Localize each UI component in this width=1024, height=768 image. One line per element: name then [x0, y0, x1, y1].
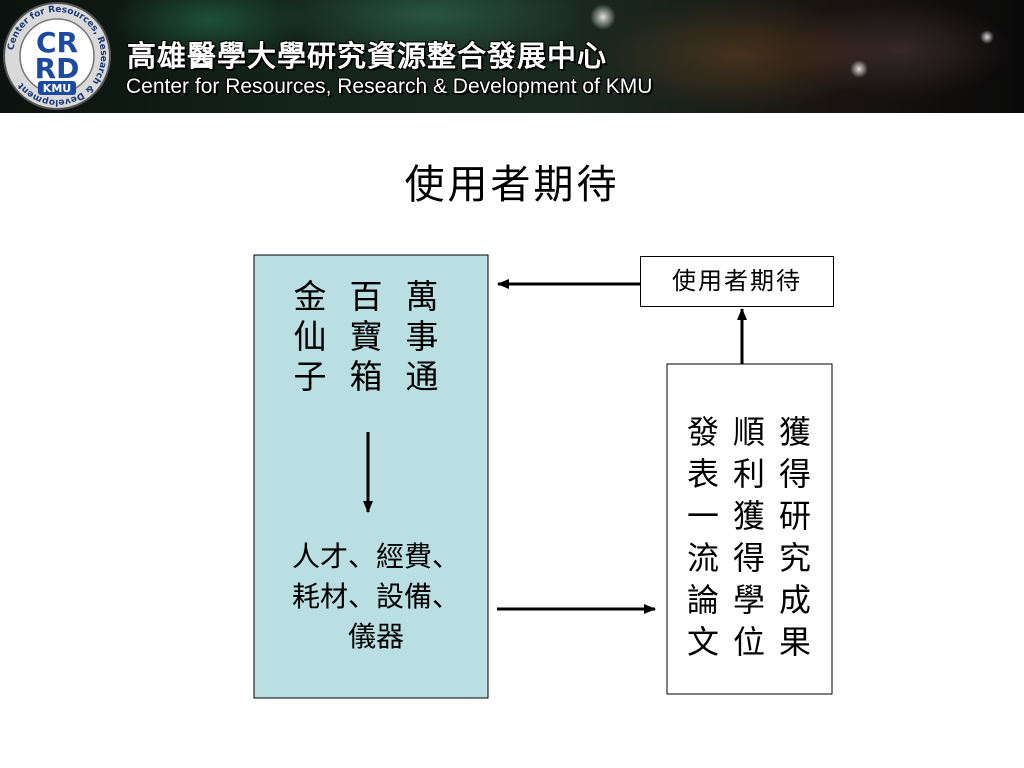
banner-title-chinese: 高雄醫學大學研究資源整合發展中心 — [127, 39, 608, 73]
resources-line: 人才、經費、 — [291, 540, 460, 573]
left-column-char: 箱 — [349, 357, 383, 396]
outcome-char: 得 — [778, 455, 811, 493]
outcome-column-3: 發 表 一 流 論 文 — [681, 411, 725, 663]
left-column-1: 萬 事 通 — [402, 277, 442, 397]
left-column-char: 百 — [349, 277, 383, 316]
logo-badge-text: KMU — [43, 82, 71, 95]
resources-line: 儀器 — [347, 620, 404, 653]
left-column-3: 金 仙 子 — [290, 277, 330, 397]
outcome-char: 一 — [686, 497, 719, 535]
outcome-char: 學 — [732, 581, 765, 619]
header-banner: Center for Resources, Research & Develop… — [0, 0, 1024, 113]
left-column-char: 寶 — [349, 317, 383, 356]
banner-sparkle — [590, 4, 616, 30]
outcome-char: 果 — [778, 623, 811, 661]
left-column-char: 子 — [293, 357, 327, 396]
logo-letters-bottom: RD — [35, 52, 80, 85]
outcome-char: 論 — [686, 581, 719, 619]
banner-sparkle — [850, 60, 868, 78]
outcome-char: 表 — [686, 455, 719, 493]
outcome-column-2: 順 利 獲 得 學 位 — [727, 411, 771, 663]
banner-title-english: Center for Resources, Research & Develop… — [126, 75, 653, 98]
slide-title: 使用者期待 — [404, 162, 620, 208]
outcome-char: 流 — [686, 539, 719, 577]
outcome-column-1: 獲 得 研 究 成 果 — [773, 411, 817, 663]
outcome-char: 文 — [686, 623, 719, 661]
outcome-char: 究 — [778, 539, 811, 577]
left-column-char: 金 — [293, 277, 327, 316]
logo-letters-top: CR — [36, 26, 78, 59]
resources-list: 人才、經費、 耗材、設備、 儀器 — [270, 537, 482, 657]
left-column-char: 萬 — [405, 277, 439, 316]
resources-line: 耗材、設備、 — [291, 580, 460, 613]
expectation-label-box: 使用者期待 — [640, 256, 834, 307]
outcome-char: 獲 — [778, 413, 811, 451]
outcome-char: 成 — [778, 581, 811, 619]
outcome-char: 位 — [732, 623, 765, 661]
outcome-char: 獲 — [732, 497, 765, 535]
outcome-char: 利 — [732, 455, 765, 493]
outcome-char: 研 — [778, 497, 811, 535]
left-resource-box — [253, 254, 489, 699]
left-column-char: 仙 — [293, 317, 327, 356]
outcome-char: 得 — [732, 539, 765, 577]
banner-sparkle — [980, 30, 994, 44]
left-column-char: 事 — [405, 317, 439, 356]
logo-badge-background — [38, 81, 76, 95]
outcomes-box — [666, 363, 833, 695]
outcome-char: 發 — [686, 413, 719, 451]
crrd-logo: Center for Resources, Research & Develop… — [3, 2, 111, 110]
left-column-2: 百 寶 箱 — [346, 277, 386, 397]
outcome-char: 順 — [732, 413, 765, 451]
left-column-char: 通 — [405, 357, 439, 396]
